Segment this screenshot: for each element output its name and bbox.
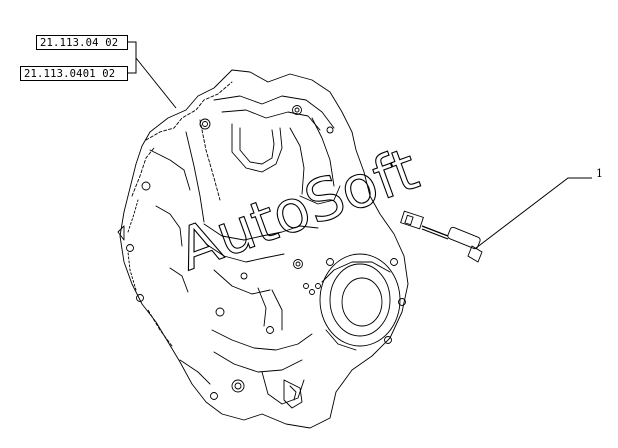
sensor-part xyxy=(400,210,483,263)
reference-code-2: 21.113.0401 02 xyxy=(20,66,128,81)
housing-outline xyxy=(119,69,409,429)
reference-code-1: 21.113.04 02 xyxy=(36,35,128,50)
leader-lines xyxy=(128,41,592,249)
callout-number-1: 1 xyxy=(596,167,603,180)
